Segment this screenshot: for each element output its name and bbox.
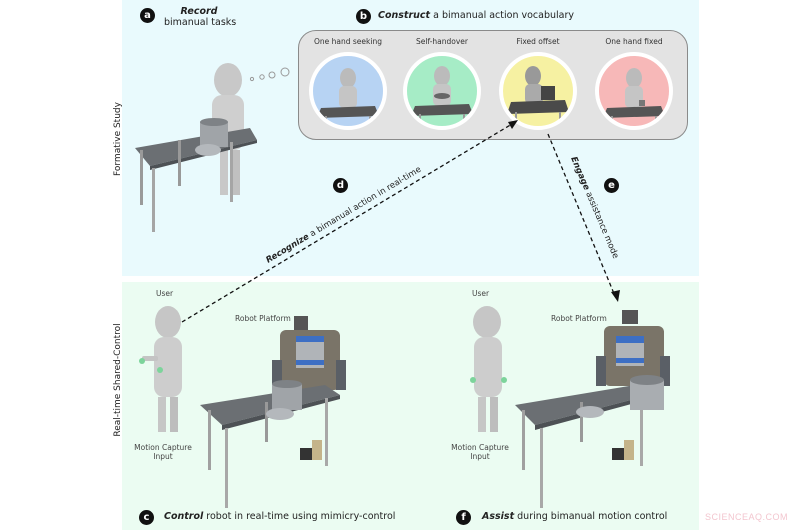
label-motion-capture-left: Motion Capture Input — [132, 443, 194, 461]
robot-left-figure — [200, 316, 346, 508]
user-left-figure — [139, 306, 182, 432]
badge-f: f — [456, 510, 471, 525]
action-vocabulary-box: One hand seeking Self-handover Fixed off… — [298, 30, 688, 140]
vocab-illustration — [403, 52, 481, 130]
caption-c: Control robot in real-time using mimicry… — [164, 511, 395, 522]
vocab-item-fixed-offset: Fixed offset — [495, 37, 581, 130]
badge-a: a — [140, 8, 155, 23]
label-motion-capture-line2: Input — [153, 452, 173, 461]
badge-d: d — [333, 178, 348, 193]
caption-c-text: robot in real-time using mimicry-control — [203, 511, 396, 522]
vocab-item-one-hand-seeking: One hand seeking — [305, 37, 391, 130]
label-motion-capture-line1: Motion Capture — [134, 443, 192, 452]
vocab-item-self-handover: Self-handover — [399, 37, 485, 130]
label-robot-platform-right: Robot Platform — [551, 314, 607, 323]
vocab-illustration — [595, 52, 673, 130]
arrow-engage — [547, 133, 620, 302]
watermark: SCIENCEAQ.COM — [704, 512, 788, 522]
caption-b-text: a bimanual action vocabulary — [430, 10, 575, 21]
robot-right-figure — [515, 310, 670, 508]
user-right-figure — [470, 306, 507, 432]
caption-a-emphasis: Record — [180, 6, 218, 17]
caption-b: Construct a bimanual action vocabulary — [378, 10, 574, 21]
label-user-right: User — [472, 289, 490, 298]
arrow-e-text: assistance mode — [582, 188, 620, 260]
caption-f: Assist during bimanual motion control — [482, 511, 667, 522]
vocab-item-one-hand-fixed: One hand fixed — [591, 37, 677, 130]
arrow-recognize — [181, 120, 518, 323]
caption-f-emphasis: Assist — [482, 511, 515, 522]
vocab-label: One hand seeking — [314, 37, 382, 46]
caption-b-emphasis: Construct — [378, 10, 431, 21]
label-motion-capture-line1: Motion Capture — [451, 443, 509, 452]
arrow-e-emphasis: Engage — [568, 155, 591, 192]
vocab-illustration — [499, 52, 577, 130]
vocab-label: Self-handover — [416, 37, 468, 46]
badge-c: c — [139, 510, 154, 525]
label-motion-capture-line2: Input — [470, 452, 490, 461]
caption-c-emphasis: Control — [164, 511, 204, 522]
badge-e: e — [604, 178, 619, 193]
label-user-left: User — [156, 289, 174, 298]
vocab-label: Fixed offset — [516, 37, 560, 46]
caption-a-text: bimanual tasks — [164, 17, 237, 28]
arrow-d-text: a bimanual action in real-time — [306, 165, 423, 241]
vocab-label: One hand fixed — [605, 37, 663, 46]
vocab-illustration — [309, 52, 387, 130]
label-robot-platform-left: Robot Platform — [235, 314, 291, 323]
caption-f-text: during bimanual motion control — [514, 511, 668, 522]
person-at-table-illustration — [135, 63, 290, 232]
caption-a: Record bimanual tasks — [164, 6, 237, 28]
label-motion-capture-right: Motion Capture Input — [449, 443, 511, 461]
badge-b: b — [356, 9, 371, 24]
